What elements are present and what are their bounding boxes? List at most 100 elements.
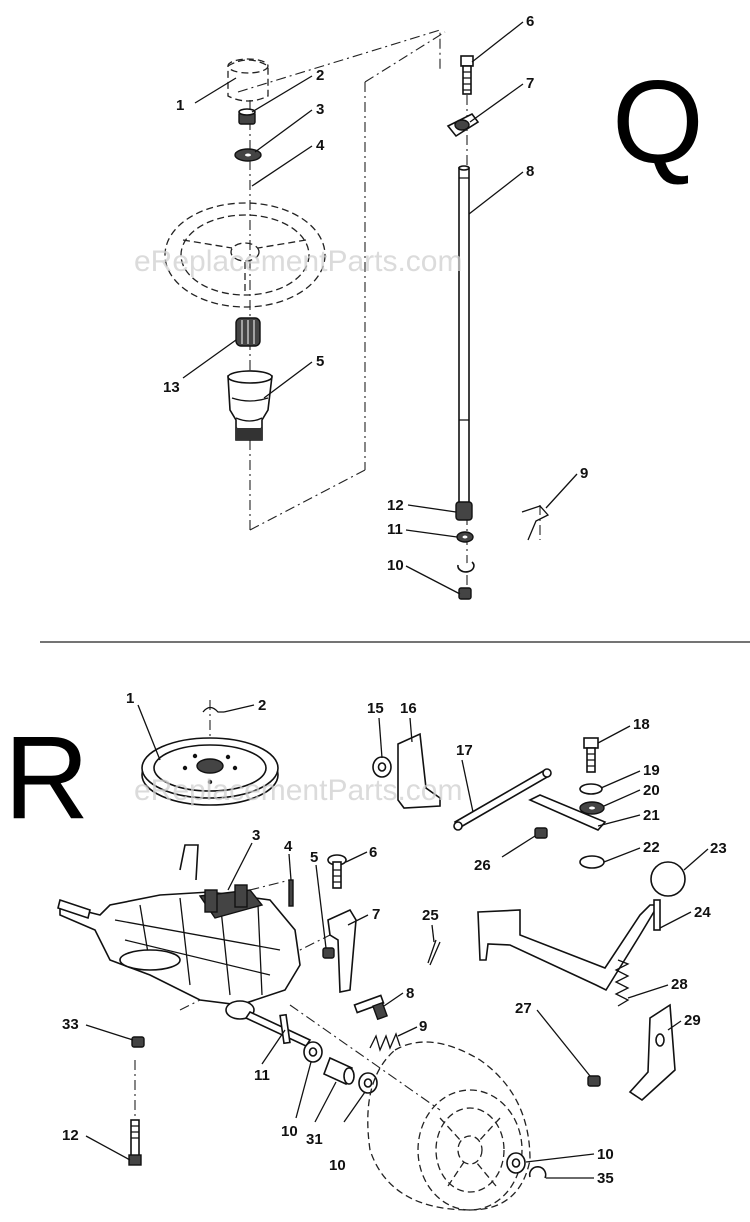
- lever-stem-part: [653, 899, 661, 931]
- leader-r-19: [600, 770, 641, 789]
- callout-r-10a: 10: [281, 1123, 298, 1140]
- axle-nut-part: [131, 1036, 145, 1048]
- leader-r-6: [345, 851, 368, 863]
- leader-q-4: [251, 145, 313, 187]
- leader-r-17: [461, 759, 474, 813]
- callout-q-12: 12: [387, 497, 404, 514]
- callout-r-10c: 10: [597, 1146, 614, 1163]
- frame-bottom-line: [249, 469, 366, 531]
- leader-q-10: [405, 565, 461, 595]
- callout-q-1: 1: [176, 97, 184, 114]
- leader-r-9: [397, 1026, 418, 1037]
- callout-r-8: 8: [406, 985, 414, 1002]
- section-letter-r: R: [4, 712, 89, 844]
- key-part: [279, 1013, 291, 1045]
- callout-q-10: 10: [387, 557, 404, 574]
- cap-part: [227, 58, 269, 102]
- frame-top-right-line: [364, 31, 446, 83]
- washer-19-part: [579, 783, 603, 795]
- callout-q-6: 6: [526, 13, 534, 30]
- callout-r-11: 11: [254, 1067, 270, 1084]
- wheel-part: [367, 1041, 531, 1211]
- callout-r-2: 2: [258, 697, 266, 714]
- shaft-nut-part: [458, 587, 472, 600]
- knob-part: [650, 861, 686, 897]
- hex-nut-part: [322, 947, 335, 959]
- callout-q-8: 8: [526, 163, 534, 180]
- leader-r-8: [383, 992, 404, 1007]
- plate-29-part: [628, 1003, 676, 1102]
- callout-q-5: 5: [316, 353, 324, 370]
- leader-r-29: [667, 1020, 682, 1031]
- callout-r-9: 9: [419, 1018, 427, 1035]
- pulley-clip-part: [202, 706, 224, 713]
- pinion-part: [455, 501, 473, 521]
- section-r: R: [4, 690, 727, 1211]
- callout-r-15: 15: [367, 700, 384, 717]
- leader-r-21: [597, 814, 641, 827]
- hairpin-clip-part: [521, 505, 550, 541]
- callout-r-20: 20: [643, 782, 660, 799]
- callout-r-35: 35: [597, 1170, 614, 1187]
- steering-wheel-part: [164, 202, 326, 308]
- pin-part: [288, 879, 294, 907]
- callout-r-26: 26: [474, 857, 491, 874]
- callout-r-12: 12: [62, 1127, 79, 1144]
- leader-q-13: [182, 339, 237, 379]
- leader-r-10c: [525, 1153, 595, 1163]
- section-letter-q: Q: [612, 56, 704, 188]
- adapter-part: [235, 317, 261, 347]
- callout-r-21: 21: [643, 807, 660, 824]
- leader-r-20: [603, 789, 641, 807]
- leader-r-15: [378, 717, 383, 759]
- leader-r-24: [659, 911, 692, 929]
- bracket-16-part: [397, 732, 441, 809]
- leader-r-2: [223, 704, 255, 713]
- callout-q-9: 9: [580, 465, 588, 482]
- leader-r-10a: [295, 1061, 312, 1119]
- callout-r-22: 22: [643, 839, 660, 856]
- leader-r-25: [431, 924, 435, 943]
- spring-28-part: [614, 959, 630, 1007]
- section-q: Q: [163, 13, 704, 600]
- leader-r-33: [85, 1024, 134, 1041]
- callout-r-7: 7: [372, 906, 380, 923]
- cotter-pin-part: [427, 939, 441, 966]
- callout-q-4: 4: [316, 137, 325, 154]
- axle-bolt-part: [128, 1119, 142, 1166]
- leader-r-11: [261, 1029, 286, 1065]
- leader-q-8: [468, 171, 524, 215]
- leader-r-31: [314, 1081, 337, 1123]
- leader-r-27: [536, 1009, 591, 1077]
- leader-r-16: [409, 717, 413, 743]
- leader-r-23: [683, 848, 709, 871]
- callout-r-23: 23: [710, 840, 727, 857]
- callout-r-17: 17: [456, 742, 473, 759]
- callout-q-7: 7: [526, 75, 534, 92]
- leader-q-1: [194, 77, 237, 104]
- callout-r-5: 5: [310, 849, 318, 866]
- leader-r-10b: [343, 1091, 366, 1123]
- flange-bearing-part: [446, 112, 480, 138]
- shift-lever-part: [477, 904, 660, 992]
- watermark-bottom: eReplacementParts.com: [134, 774, 462, 807]
- callout-r-19: 19: [643, 762, 660, 779]
- callout-r-24: 24: [694, 904, 711, 921]
- leader-r-26: [501, 835, 536, 858]
- nut-27-part: [587, 1075, 601, 1087]
- steering-shaft-part: [458, 165, 470, 504]
- callout-r-1: 1: [126, 690, 134, 707]
- callout-r-25: 25: [422, 907, 439, 924]
- callout-q-13: 13: [163, 379, 180, 396]
- callout-r-16: 16: [400, 700, 417, 717]
- shoulder-bolt-part: [353, 994, 388, 1021]
- leader-r-28: [627, 984, 669, 999]
- callout-q-3: 3: [316, 101, 324, 118]
- nut-26-part: [534, 827, 548, 839]
- callout-r-6: 6: [369, 844, 377, 861]
- washer-22-part: [579, 855, 605, 869]
- callout-r-33: 33: [62, 1016, 79, 1033]
- spring-part: [369, 1032, 401, 1052]
- leader-q-2: [251, 75, 313, 113]
- nut-part: [238, 108, 256, 125]
